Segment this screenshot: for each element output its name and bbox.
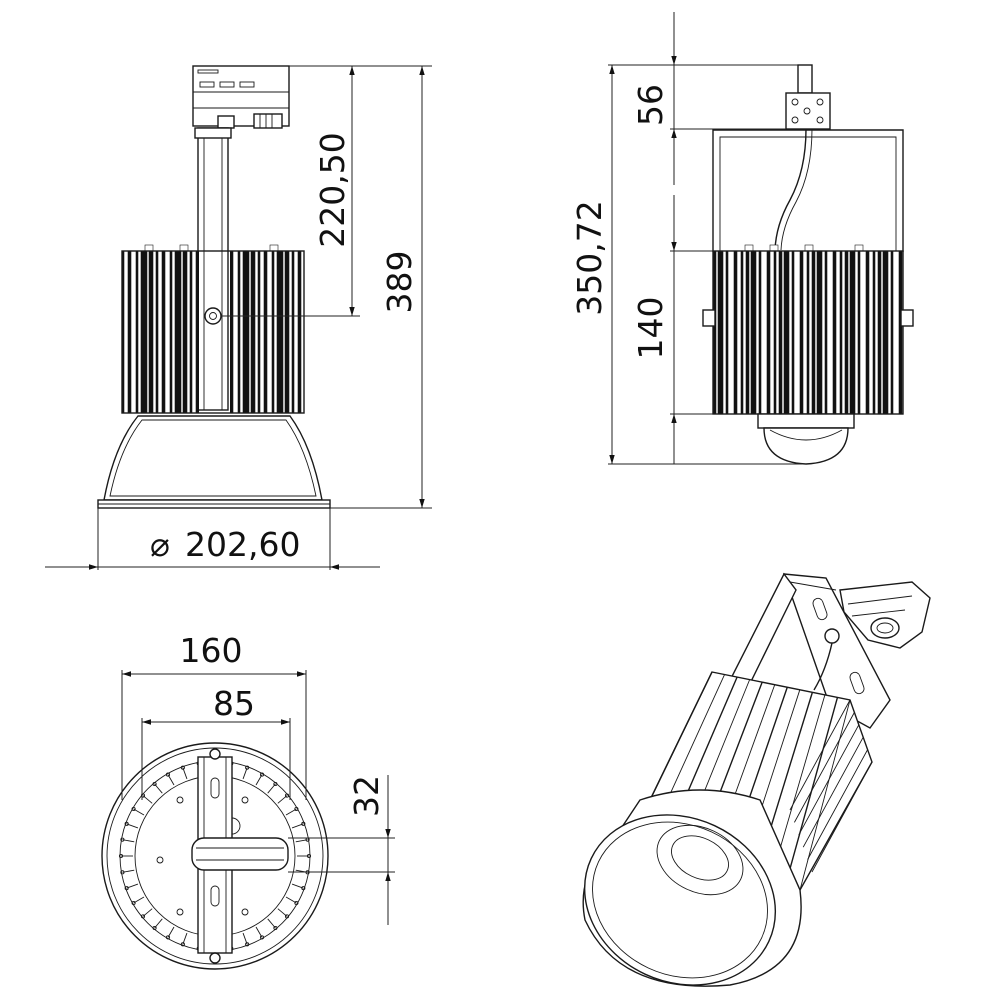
side-view-lens xyxy=(757,413,855,465)
bottom-view-outer-rim xyxy=(101,742,329,970)
front-arm-height-label: 220,50 xyxy=(313,132,352,247)
bottom-view: 160 85 32 xyxy=(101,631,395,970)
side-view-right-screw xyxy=(900,309,914,327)
diameter-symbol: ⌀ xyxy=(150,525,170,564)
front-view-reflector xyxy=(97,415,331,509)
iso-reflector xyxy=(582,789,802,987)
bottom-bracket-width-label: 32 xyxy=(347,775,386,817)
front-view: 220,50 389 ⌀ 202,60 xyxy=(45,65,432,570)
side-view-left-screw xyxy=(702,309,716,327)
front-diameter-label: 202,60 xyxy=(185,525,300,564)
front-total-height-label: 389 xyxy=(380,251,419,314)
bottom-outer-width-label: 160 xyxy=(180,631,243,670)
side-view-u-bracket xyxy=(712,129,904,252)
side-view-heatsink xyxy=(713,244,904,415)
side-body-height-label: 140 xyxy=(631,297,670,360)
isometric-view xyxy=(582,572,931,987)
front-view-dimensions: 220,50 389 ⌀ 202,60 xyxy=(45,65,432,570)
bottom-inner-width-label: 85 xyxy=(213,684,255,723)
side-view-bracket-mount xyxy=(785,64,831,130)
side-total-height-label: 350,72 xyxy=(570,200,609,315)
bottom-view-dimensions: 160 85 32 xyxy=(121,631,395,925)
side-view-cable xyxy=(774,128,807,251)
front-view-track-adapter xyxy=(192,65,290,129)
side-view: 350,72 56 140 xyxy=(570,12,914,465)
bottom-view-bracket xyxy=(191,748,289,964)
side-view-dimensions: 350,72 56 140 xyxy=(570,12,806,465)
iso-track-adapter xyxy=(839,581,931,649)
side-bracket-height-label: 56 xyxy=(631,84,670,126)
front-view-arm xyxy=(194,127,232,411)
